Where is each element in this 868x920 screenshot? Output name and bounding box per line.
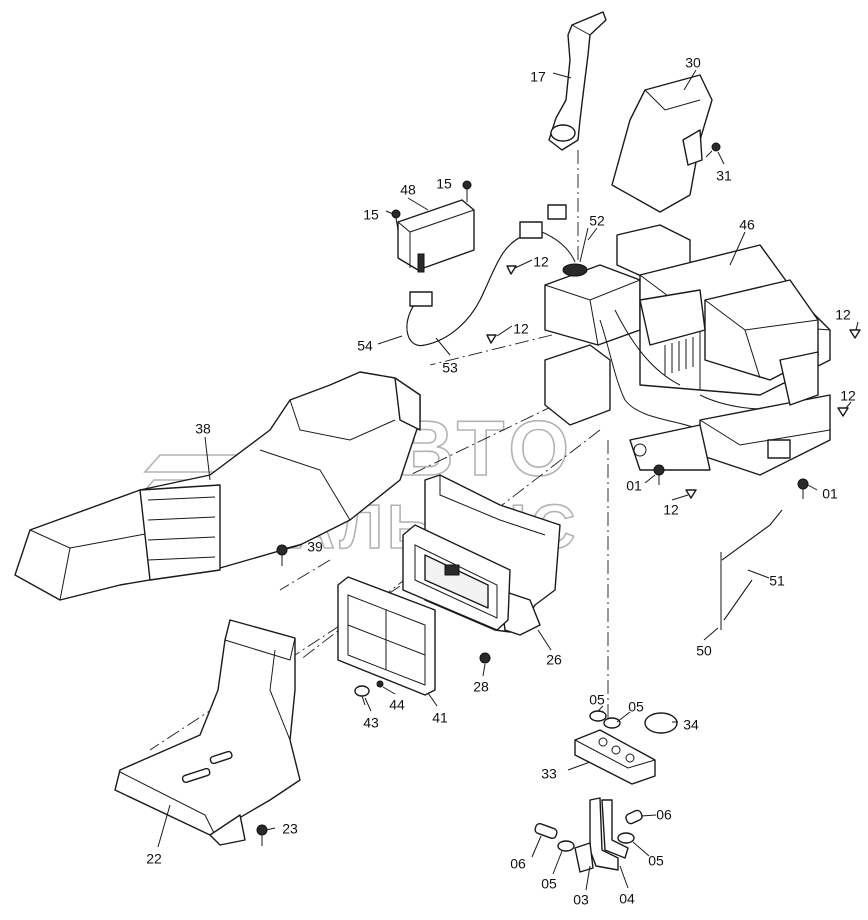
screw-15-left xyxy=(391,209,401,231)
callout-c28: 28 xyxy=(473,679,489,695)
clamps-05 xyxy=(557,710,635,852)
bolt-39 xyxy=(276,544,288,566)
callout-c06a: 06 xyxy=(656,807,672,823)
grommet-52 xyxy=(562,227,589,277)
screws-12 xyxy=(486,265,861,499)
callout-c17: 17 xyxy=(530,69,546,85)
filter-frame xyxy=(402,524,511,631)
callout-c41: 41 xyxy=(432,710,448,726)
callout-c05c: 05 xyxy=(648,853,664,869)
washer-44 xyxy=(376,680,384,688)
callout-c34: 34 xyxy=(683,717,699,733)
callout-c46: 46 xyxy=(739,217,755,233)
filter-41 xyxy=(337,576,436,696)
callout-c23: 23 xyxy=(282,821,298,837)
drain-hose-50-51 xyxy=(720,509,783,630)
callout-c12a: 12 xyxy=(533,254,549,270)
leader-lines xyxy=(157,69,859,891)
wire-harness-53-54 xyxy=(406,204,576,346)
screw-28 xyxy=(479,652,491,664)
bolts-01 xyxy=(653,464,809,499)
callout-c26: 26 xyxy=(546,652,562,668)
callout-c15a: 15 xyxy=(436,176,452,192)
floor-duct-22 xyxy=(114,619,301,846)
callout-c31: 31 xyxy=(716,168,732,184)
callout-c06b: 06 xyxy=(510,856,526,872)
callout-c54: 54 xyxy=(357,338,373,354)
callout-c48: 48 xyxy=(400,182,416,198)
callout-c12e: 12 xyxy=(663,502,679,518)
callout-c44: 44 xyxy=(389,697,405,713)
callout-c15b: 15 xyxy=(363,207,379,223)
callout-c01a: 01 xyxy=(626,478,642,494)
callout-c43: 43 xyxy=(363,715,379,731)
callout-c39: 39 xyxy=(307,539,323,555)
callout-c50: 50 xyxy=(696,643,712,659)
bolt-23 xyxy=(256,824,268,846)
callout-c30: 30 xyxy=(685,55,701,71)
pipes-03-04 xyxy=(574,797,629,873)
callout-c04: 04 xyxy=(619,891,635,907)
callout-c12c: 12 xyxy=(835,307,851,323)
callout-c03: 03 xyxy=(573,892,589,908)
screw-15-top xyxy=(462,180,472,202)
callout-c33: 33 xyxy=(541,766,557,782)
callout-c51: 51 xyxy=(769,573,785,589)
plate-33 xyxy=(574,729,656,785)
callout-c01b: 01 xyxy=(822,486,838,502)
duct-part-30 xyxy=(611,74,713,213)
callout-c53: 53 xyxy=(442,360,458,376)
duct-part-17 xyxy=(548,11,607,151)
callout-c52: 52 xyxy=(589,213,605,229)
callout-c05d: 05 xyxy=(541,876,557,892)
cap-34 xyxy=(644,712,678,734)
hvac-core-fins xyxy=(664,337,694,375)
duct-part-38 xyxy=(14,371,421,601)
control-module-48 xyxy=(397,199,475,273)
callout-c05a: 05 xyxy=(589,692,605,708)
callout-labels: 17 30 31 15 48 15 52 46 12 12 12 54 53 12 38 01 01 12 39 51… xyxy=(146,55,856,908)
callout-c12b: 12 xyxy=(513,321,529,337)
hvac-unit-46 xyxy=(544,224,831,476)
callout-c22: 22 xyxy=(146,851,162,867)
callout-c12d: 12 xyxy=(840,388,856,404)
screw-31 xyxy=(705,142,721,158)
callout-c38: 38 xyxy=(195,421,211,437)
hoses-06 xyxy=(534,809,643,840)
callout-c05b: 05 xyxy=(628,699,644,715)
screw-43 xyxy=(354,685,370,706)
